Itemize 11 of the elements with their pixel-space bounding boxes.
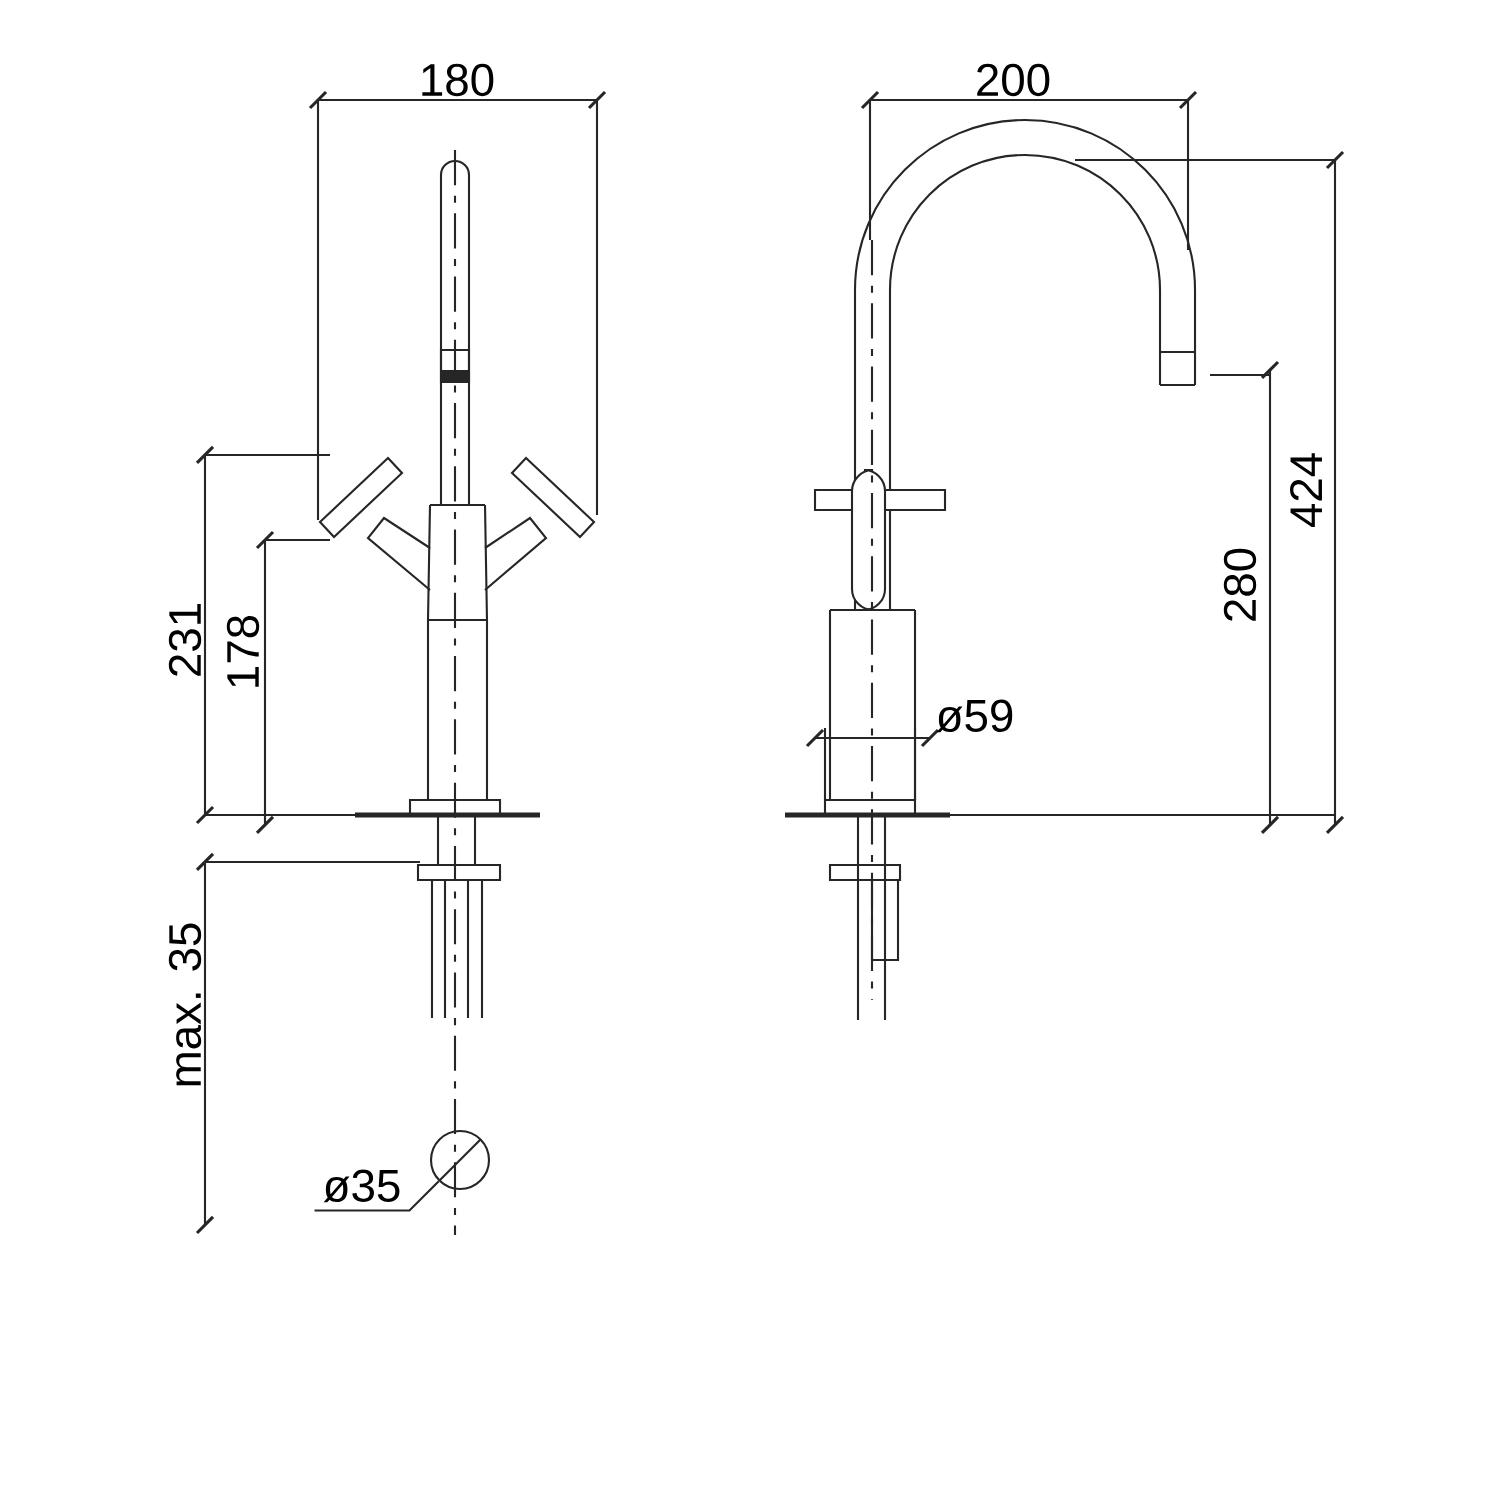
dimension-label: 424 — [1290, 453, 1322, 528]
leader-line — [314, 1180, 440, 1212]
dimension-label: max. 35 — [168, 923, 202, 1086]
dimension-label: 180 — [422, 63, 494, 97]
dimension-label: ø59 — [936, 699, 1013, 733]
pipe-section-symbol — [429, 1129, 491, 1191]
dimension-label: 178 — [226, 615, 260, 687]
dimension-label: ø35 — [323, 1169, 400, 1203]
dimension-label: 231 — [168, 604, 202, 676]
dimension-label: 280 — [1223, 548, 1257, 621]
dimension-label: 200 — [977, 63, 1050, 97]
